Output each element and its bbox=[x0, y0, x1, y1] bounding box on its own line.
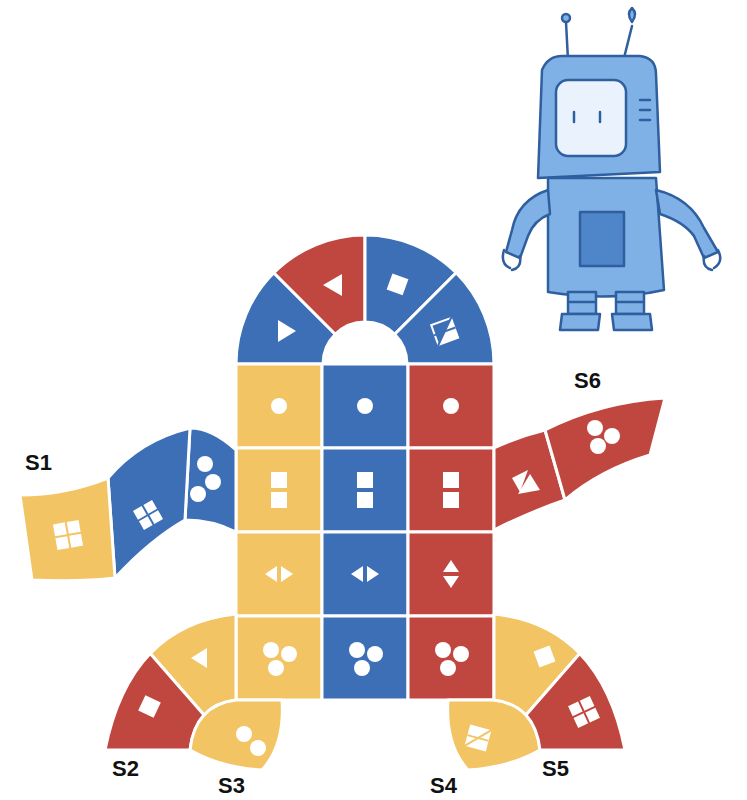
tile-label: S4 bbox=[430, 775, 457, 797]
tile-label: S6 bbox=[574, 370, 601, 392]
tile-label: S3 bbox=[218, 775, 245, 797]
robot-figure bbox=[503, 8, 720, 330]
tile-label: S5 bbox=[542, 758, 569, 780]
tile-label: S2 bbox=[112, 758, 139, 780]
tile-label: S1 bbox=[25, 452, 52, 474]
